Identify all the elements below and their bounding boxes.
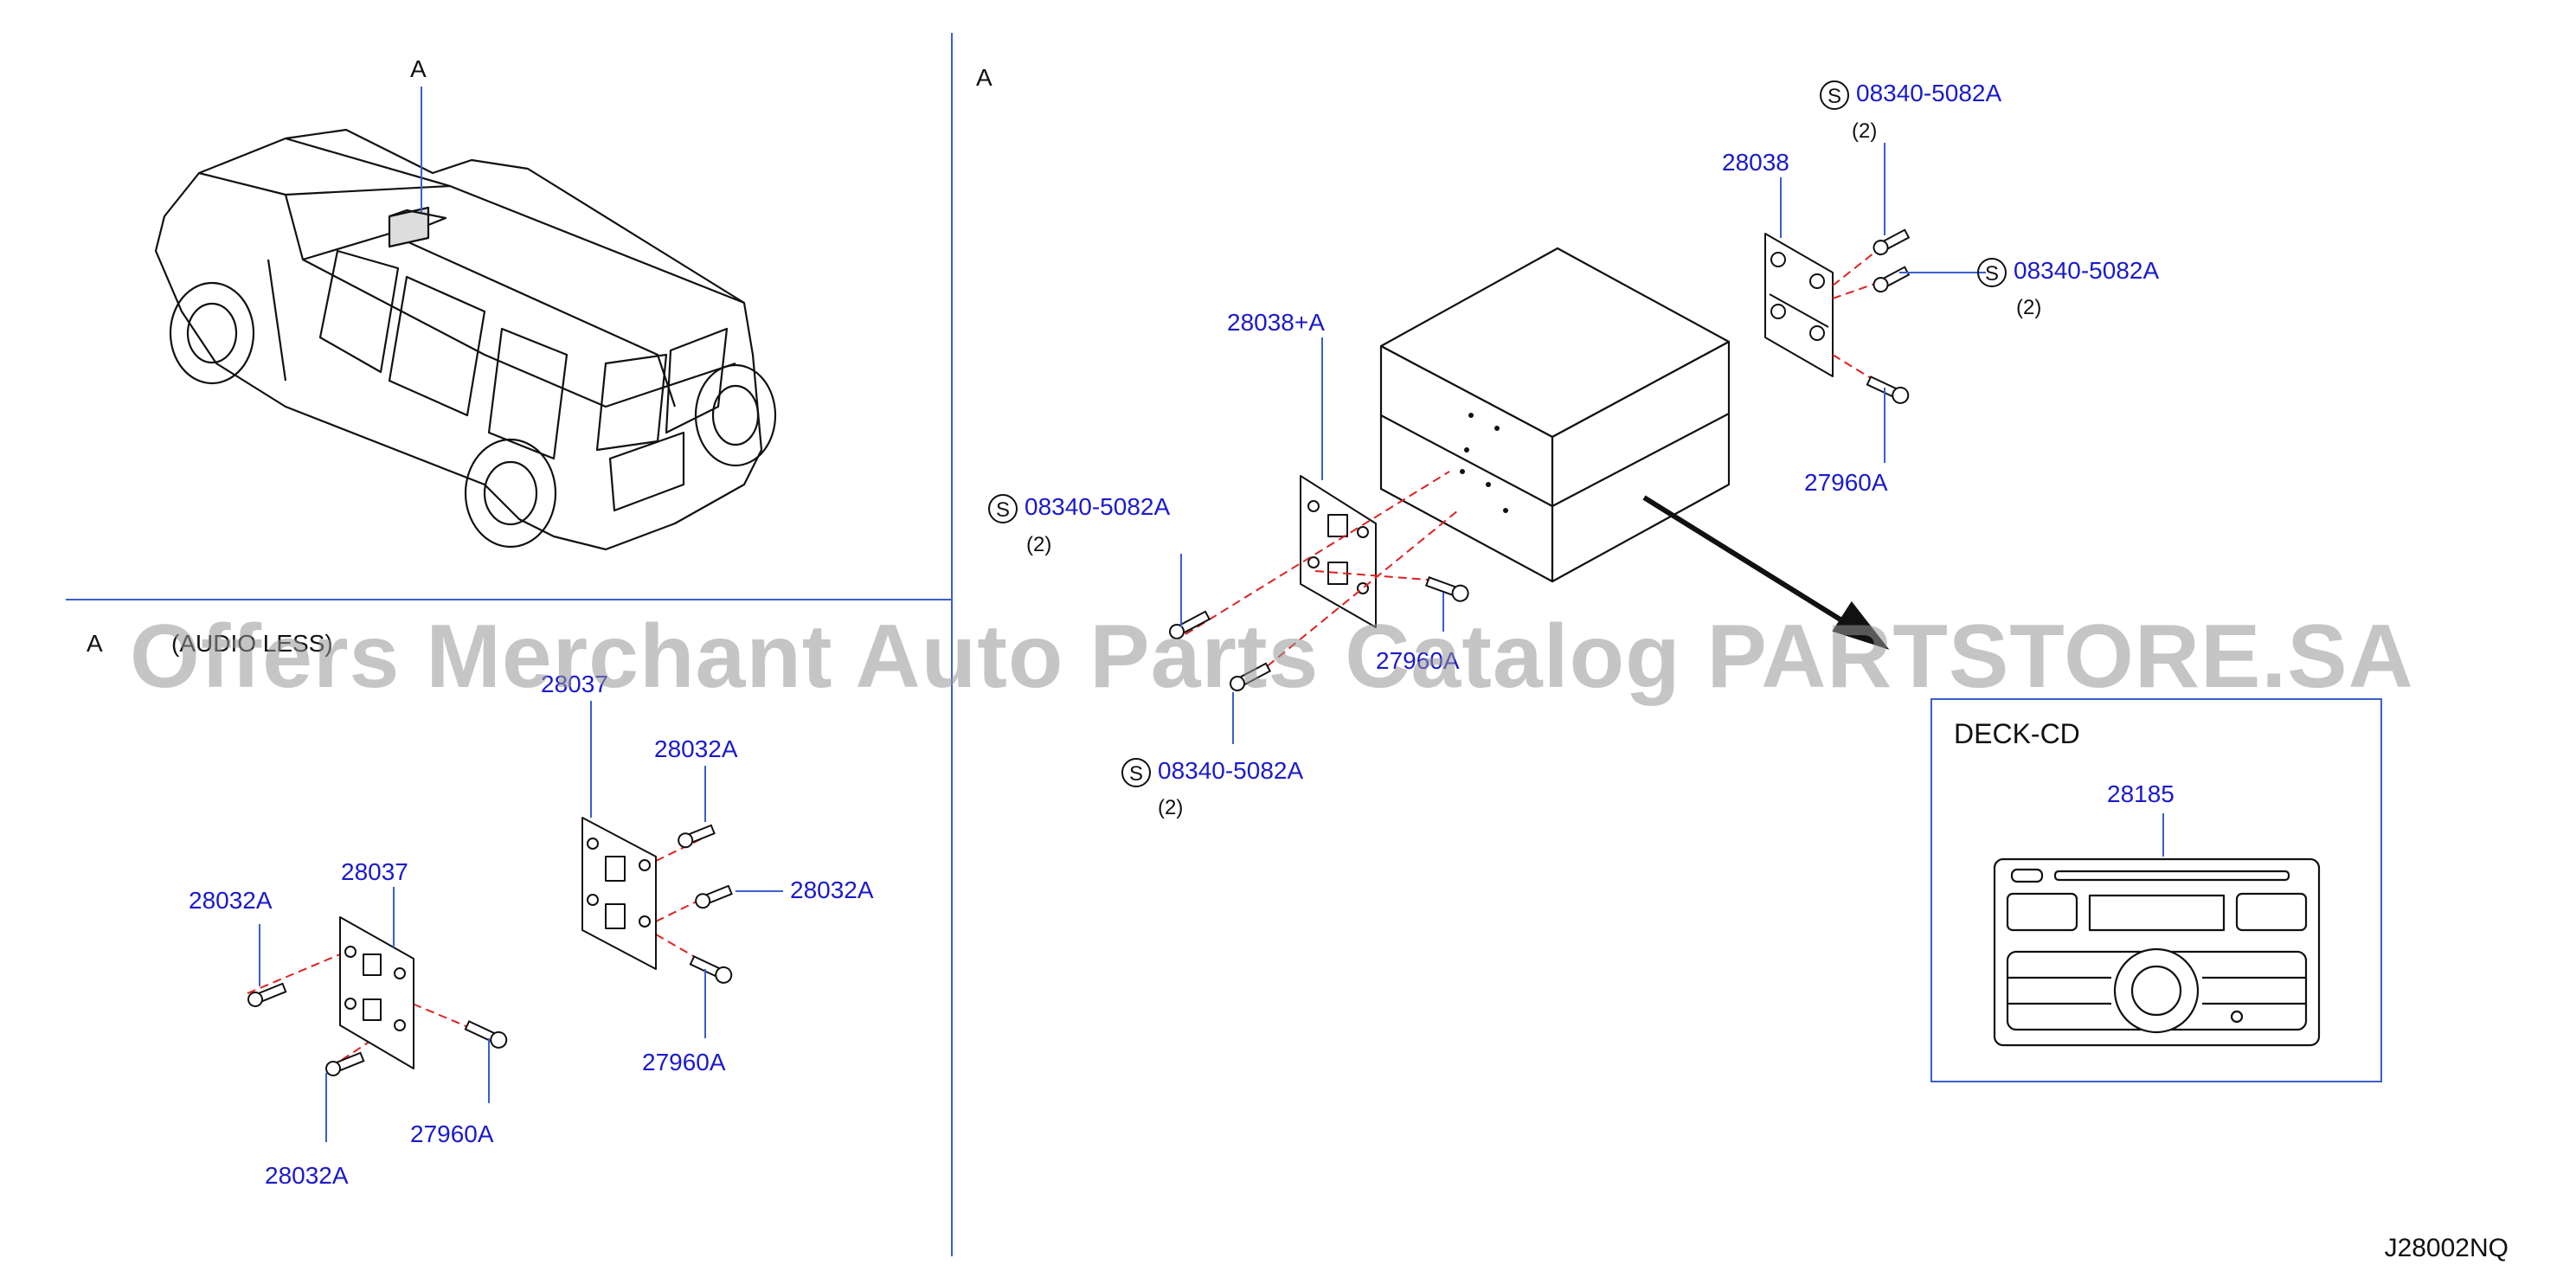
- s-symbol: S: [1820, 80, 1849, 110]
- part-28037-left[interactable]: 28037: [341, 858, 408, 885]
- callout-lines-main: [1180, 143, 1986, 744]
- head-unit-box: [1379, 247, 1731, 583]
- screws-audio-less: [247, 824, 733, 1076]
- bracket-right-main: [1764, 233, 1834, 377]
- bracket-audio-less-left: [339, 916, 414, 1069]
- s-symbol: S: [988, 493, 1018, 523]
- arrow-to-deck: [1642, 495, 1890, 650]
- callout-08340-top[interactable]: S 08340-5082A: [1820, 80, 2001, 110]
- part-28032a-top[interactable]: 28032A: [654, 735, 738, 762]
- s-symbol: S: [1977, 257, 2007, 287]
- part-27960a-main-left[interactable]: 27960A: [1376, 647, 1460, 674]
- callout-08340-bottom[interactable]: S 08340-5082A: [1121, 757, 1303, 787]
- view-label-a-assembly: A: [976, 64, 992, 91]
- diagram-code: J28002NQ: [2384, 1234, 2509, 1262]
- vehicle-illustration: [154, 128, 777, 551]
- part-28037-right[interactable]: 28037: [541, 671, 608, 697]
- qty-08340-right: (2): [2016, 296, 2042, 319]
- cd-deck-unit: [1993, 857, 2321, 1047]
- view-label-a-audio-less: A: [87, 630, 103, 657]
- qty-08340-left: (2): [1026, 533, 1052, 556]
- callout-08340-left[interactable]: S 08340-5082A: [988, 493, 1170, 523]
- part-08340: 08340-5082A: [1158, 757, 1304, 784]
- panel-dividers: [66, 33, 953, 1256]
- part-27960a-main-right[interactable]: 27960A: [1804, 469, 1888, 496]
- deck-cd-title: DECK-CD: [1954, 718, 2080, 749]
- deck-cd-inset: [1930, 698, 2382, 1082]
- part-28032a-left[interactable]: 28032A: [189, 887, 273, 914]
- bracket-audio-less-right: [581, 817, 657, 970]
- part-08340: 08340-5082A: [1025, 493, 1171, 520]
- part-27960a-audio-less-right[interactable]: 27960A: [642, 1049, 726, 1075]
- watermark: Offers Merchant Auto Parts Catalog PARTS…: [130, 607, 2414, 707]
- part-28038[interactable]: 28038: [1722, 149, 1789, 176]
- audio-less-note: (AUDIO LESS): [171, 630, 333, 657]
- part-27960a-audio-less-left[interactable]: 27960A: [410, 1120, 494, 1147]
- part-08340: 08340-5082A: [1856, 80, 2002, 106]
- qty-08340-top: (2): [1852, 119, 1878, 143]
- qty-08340-bottom: (2): [1158, 796, 1184, 819]
- part-28038a[interactable]: 28038+A: [1227, 309, 1325, 336]
- callout-08340-right[interactable]: S 08340-5082A: [1977, 257, 2159, 287]
- s-symbol: S: [1121, 757, 1151, 787]
- part-28032a-bottom[interactable]: 28032A: [265, 1162, 349, 1189]
- part-28032a-right[interactable]: 28032A: [790, 876, 874, 903]
- view-label-a-vehicle: A: [410, 55, 427, 82]
- callout-lines-audio-less: [259, 701, 783, 1142]
- part-08340: 08340-5082A: [2014, 257, 2160, 284]
- part-28185[interactable]: 28185: [2107, 780, 2175, 807]
- bracket-left-main: [1300, 475, 1377, 628]
